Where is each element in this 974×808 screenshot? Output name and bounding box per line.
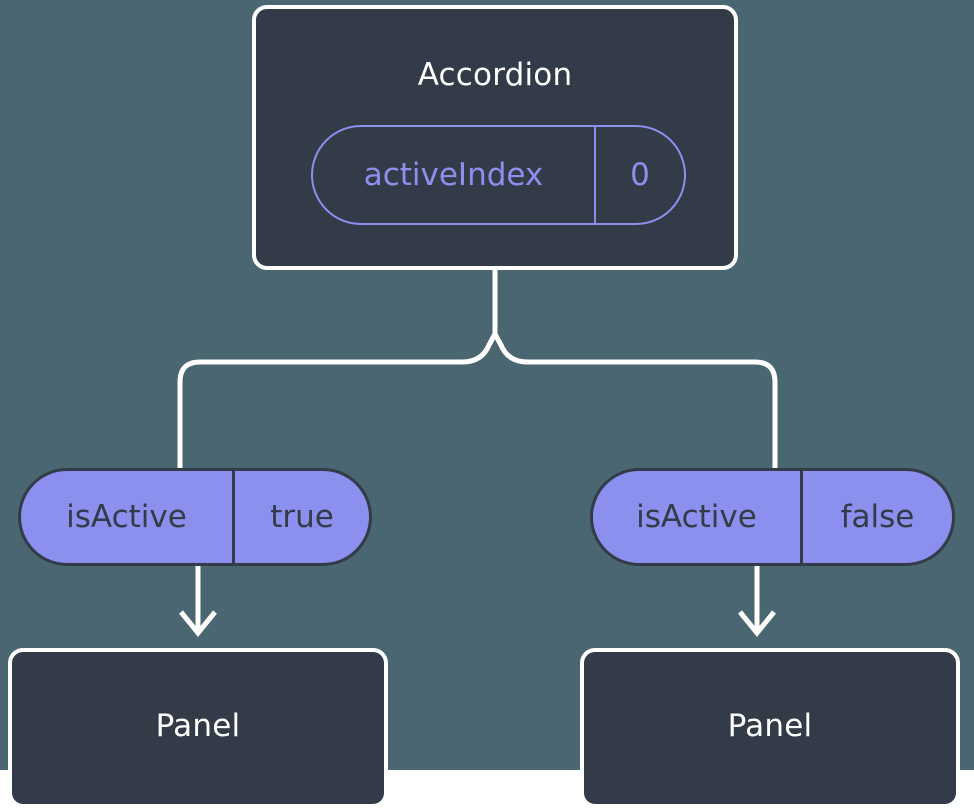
left-arrow-head-icon (179, 610, 217, 637)
connector-layer (0, 0, 974, 770)
right-branch-line (754, 359, 778, 470)
prop-pill-active-index-key: activeIndex (313, 127, 596, 223)
prop-pill-is-active-false-value: false (840, 498, 915, 535)
prop-pill-is-active-false[interactable]: isActive false (590, 468, 955, 566)
prop-pill-active-index-value: 0 (630, 156, 650, 193)
node-accordion[interactable]: Accordion activeIndex 0 (252, 5, 738, 270)
brace-splitter (200, 328, 755, 365)
left-branch-line (177, 359, 201, 470)
right-arrow-head-icon (738, 610, 776, 637)
node-panel-right[interactable]: Panel (580, 648, 960, 808)
prop-pill-is-active-true-key: isActive (21, 471, 235, 563)
panel-left-title: Panel (155, 707, 241, 744)
panel-right-title: Panel (727, 707, 813, 744)
prop-pill-active-index[interactable]: activeIndex 0 (311, 125, 686, 225)
prop-pill-is-active-true[interactable]: isActive true (18, 468, 372, 566)
prop-pill-is-active-false-key: isActive (593, 471, 803, 563)
accordion-title: Accordion (417, 57, 573, 93)
node-panel-left[interactable]: Panel (8, 648, 388, 808)
prop-pill-is-active-true-value: true (270, 498, 334, 535)
